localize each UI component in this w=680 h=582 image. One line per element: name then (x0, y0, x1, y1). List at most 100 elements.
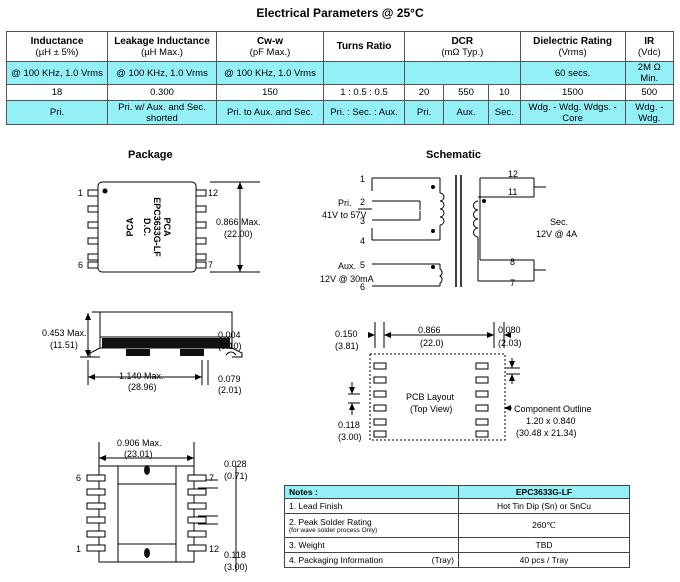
terminal-cell: Aux. (443, 100, 489, 125)
pcb-pitch-value: 0.118 (338, 420, 360, 430)
notes-table: Notes : EPC3633G-LF 1. Lead Finish Hot T… (284, 485, 630, 568)
component-outline (369, 353, 506, 441)
aux-label: Aux. (338, 261, 356, 271)
pcb-right-mm: (2.03) (498, 338, 522, 348)
value-cell: 550 (443, 84, 489, 101)
sec-voltage: 12V @ 4A (536, 229, 577, 239)
pcb-left-value: 0.150 (335, 329, 358, 339)
note-label: 1. Lead Finish (284, 498, 459, 514)
notes-part: EPC3633G-LF (458, 485, 630, 499)
pin-label: 12 (508, 169, 518, 179)
pin-label: 6 (78, 260, 83, 270)
pin-label: 12 (208, 188, 218, 198)
pin-label: 6 (360, 282, 365, 292)
sec-label: Sec. (550, 217, 568, 227)
terminal-cell: Sec. (488, 100, 521, 125)
note-label: 2. Peak Solder Rating (289, 517, 372, 527)
pin-label: 8 (510, 257, 515, 267)
note-extra: (Tray) (431, 555, 454, 565)
marking-part-text: EPC3633G-LF (152, 197, 162, 257)
height-dim-mm: (22.00) (224, 229, 253, 239)
pin-label: 11 (508, 187, 517, 197)
pcb-layout: 0.150 (3.81) 0.866 (22.0) 0.080 (2.03) 0… (335, 322, 592, 442)
header-turns-ratio: Turns Ratio (323, 31, 405, 62)
terminal-cell: Pri. to Aux. and Sec. (216, 100, 324, 125)
schematic-title: Schematic (426, 149, 482, 161)
header-dcr: DCR(mΩ Typ.) (404, 31, 521, 62)
outline-dim-mm: (30.48 x 21.34) (516, 428, 577, 438)
pin-label: 7 (208, 260, 213, 270)
cond-cell: 2M Ω Min. (624, 61, 675, 85)
pin-pitch-mm: (3.00) (224, 562, 248, 572)
cond-cell (323, 61, 405, 85)
pin-label: 5 (360, 260, 365, 270)
side-width-mm: (28.96) (128, 382, 157, 392)
note-value: Hot Tin Dip (Sn) or SnCu (458, 498, 630, 514)
marking-dc-text: D.C. (142, 218, 152, 236)
height-dim-value: 0.866 Max. (216, 217, 261, 227)
terminal-cell: Pri. (6, 100, 108, 125)
pin-label: 12 (209, 544, 219, 554)
pri-voltage: 41V to 57V (322, 210, 367, 220)
pin-label: 2 (360, 197, 365, 207)
terminal-cell: Pri. w/ Aux. and Sec. shorted (107, 100, 217, 125)
side-height-mm: (11.51) (50, 340, 78, 350)
package-bottom-view: 0.906 Max. (23.01) 6 7 1 12 0.028 (0.71)… (76, 438, 248, 572)
pin-width-mm: (0.71) (224, 471, 248, 481)
pcb-pitch-mm: (3.00) (338, 432, 362, 442)
standoff-value: 0.004 (218, 330, 241, 340)
header-dielectric: Dielectric Rating(Vrms) (519, 31, 626, 62)
schematic-diagram: 1 2 3 4 5 6 12 11 8 7 Pri. 41V to 57V Au… (320, 169, 577, 292)
value-cell: 1 : 0.5 : 0.5 (323, 84, 405, 101)
cond-cell: @ 100 KHz, 1.0 Vrms (216, 61, 324, 85)
pin-label: 1 (78, 188, 83, 198)
package-title: Package (128, 149, 173, 161)
outline-label: Component Outline (514, 404, 592, 414)
pin-width-value: 0.028 (224, 459, 247, 469)
value-cell: 500 (624, 84, 675, 101)
pin-label: 7 (209, 473, 214, 483)
marking-pca-text: PCA (162, 217, 172, 237)
side-height-value: 0.453 Max. (42, 328, 87, 338)
package-top-view: 1 6 12 7 PCA PCA PCA EPC3633G-LF D.C. 0.… (78, 181, 261, 273)
header-cww: Cw-w(pF Max.) (216, 31, 324, 62)
value-cell: 18 (6, 84, 108, 101)
lead-len-value: 0.079 (218, 374, 241, 384)
note-row-4: 4. Packaging Information (Tray) (284, 552, 459, 568)
note-sublabel: (for wave solder process Only) (289, 527, 378, 534)
pcb-mid-mm: (22.0) (420, 338, 444, 348)
pin-label: 4 (360, 236, 365, 246)
value-cell: 0.300 (107, 84, 217, 101)
cond-cell: @ 100 KHz, 1.0 Vrms (6, 61, 108, 85)
page-title: Electrical Parameters @ 25°C (256, 6, 424, 20)
pin-label: 1 (76, 544, 81, 554)
pcb-layout-label: PCB Layout (406, 392, 455, 402)
bottom-body (98, 465, 195, 563)
pin-label: 6 (76, 473, 81, 483)
pin-label: 7 (510, 278, 515, 288)
aux-voltage: 12V @ 30mA (320, 274, 374, 284)
terminal-cell: Pri. : Sec. : Aux. (323, 100, 405, 125)
marking-pca: PCA (125, 217, 135, 237)
notes-header: Notes : (284, 485, 459, 499)
header-ir: IR(Vdc) (624, 31, 675, 62)
note-value: TBD (458, 537, 630, 553)
standoff-mm: (0.10) (218, 341, 242, 351)
terminal-cell: Pri. (404, 100, 444, 125)
side-width-value: 1.140 Max. (119, 371, 164, 381)
pri-label: Pri. (338, 198, 352, 208)
terminal-cell: Wdg. - Wdg. (624, 100, 675, 125)
value-cell: 10 (488, 84, 521, 101)
pcb-mid-value: 0.866 (418, 325, 441, 335)
bottom-width-mm: (23.01) (124, 449, 153, 459)
pin-label: 1 (360, 174, 365, 184)
header-inductance: Inductance(µH ± 5%) (6, 31, 108, 62)
terminal-cell: Wdg. - Wdg. Wdgs. - Core (519, 100, 626, 125)
lead-len-mm: (2.01) (218, 385, 242, 395)
header-leakage: Leakage Inductance(µH Max.) (107, 31, 217, 62)
note-value: 260℃ (458, 513, 630, 538)
outline-dim: 1.20 x 0.840 (526, 416, 576, 426)
pcb-layout-sublabel: (Top View) (410, 404, 452, 414)
pin-label: 3 (360, 216, 365, 226)
pin-pitch-value: 0.118 (224, 550, 246, 560)
